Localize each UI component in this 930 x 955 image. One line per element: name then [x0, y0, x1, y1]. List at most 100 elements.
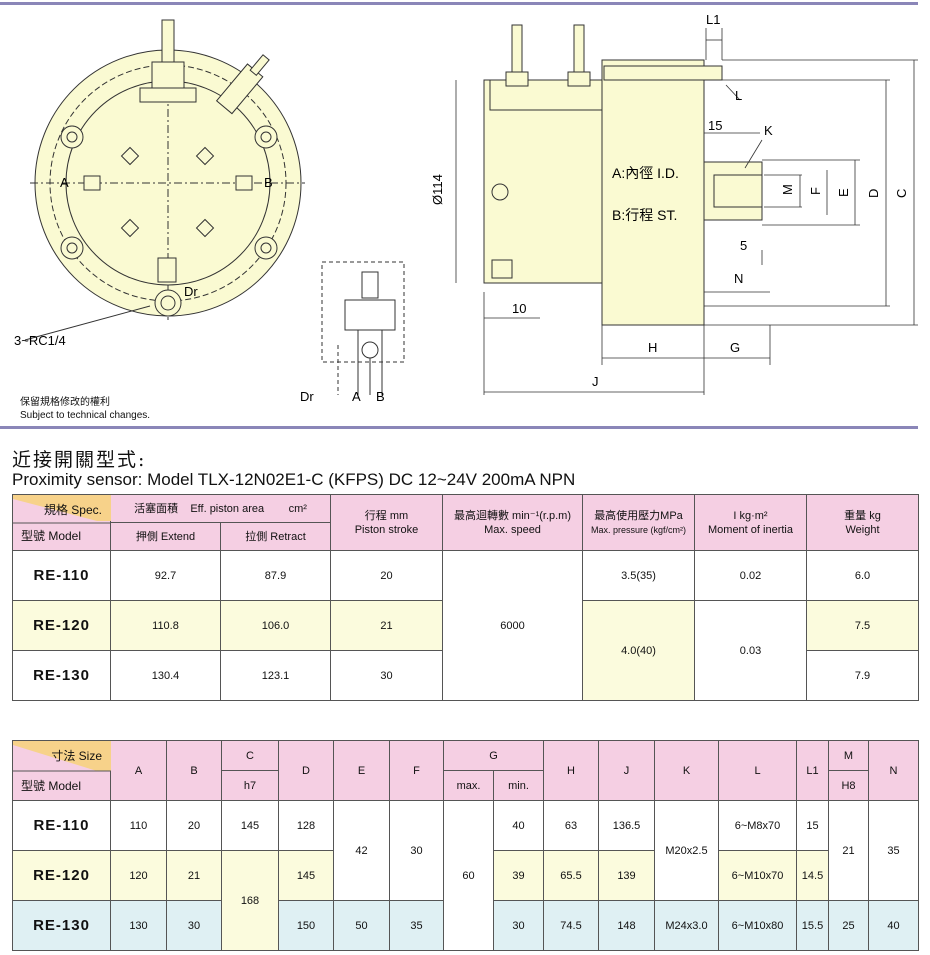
col-g-max: max. [443, 770, 494, 801]
area-en: Eff. piston area [190, 502, 265, 515]
cell-d: 150 [278, 900, 334, 951]
dim-5: 5 [740, 238, 747, 253]
cell-l: 6~M8x70 [718, 800, 797, 851]
drain-label: Dr [184, 284, 198, 299]
stroke-header-en: Piston stroke [354, 523, 419, 536]
dim-e: E [836, 188, 851, 197]
dimension-lines [455, 28, 918, 395]
schematic-dr-label: Dr [300, 389, 314, 404]
dim-f: F [808, 187, 823, 195]
corner-size-label: 寸法 Size [51, 749, 102, 763]
cell-e: 50 [333, 900, 390, 951]
cell-gmin: 30 [493, 900, 544, 951]
schematic-a-label: A [352, 389, 361, 404]
cell-m: 25 [828, 900, 869, 951]
port-b-label: B [264, 175, 273, 190]
cell-a: 130 [110, 900, 167, 951]
cell-a: 110 [110, 800, 167, 851]
dim-c: C [894, 189, 909, 198]
spec-note-en: Subject to technical changes. [20, 410, 151, 421]
cell-h: 63 [543, 800, 599, 851]
dimension-table: 寸法 Size 型號 Model A B C D E F G H J K L L… [12, 740, 919, 951]
cell-l1: 14.5 [796, 850, 829, 901]
pressure-cell: 4.0(40) [582, 600, 695, 701]
pressure-header-en: Max. pressure (kgf/cm²) [590, 524, 686, 535]
dim-10: 10 [512, 301, 526, 316]
extend-cell: 92.7 [110, 550, 221, 601]
cell-n-merged: 35 [868, 800, 919, 901]
side-view [483, 24, 763, 326]
col-c: C [221, 740, 279, 771]
cell-j: 136.5 [598, 800, 655, 851]
weight-cell: 6.0 [806, 550, 919, 601]
area-cn: 活塞面積 [134, 502, 179, 515]
cell-gmin: 39 [493, 850, 544, 901]
top-rule [0, 2, 918, 5]
port-note: 3~RC1/4 [14, 333, 66, 348]
col-m-sub: H8 [828, 770, 869, 801]
inertia-cell: 0.03 [694, 600, 807, 701]
cell-f-merged: 30 [389, 800, 444, 901]
technical-drawing: A B Dr 3~RC1/4 Dr A B [14, 12, 918, 404]
dim-l: L [735, 88, 742, 103]
cell-a: 120 [110, 850, 167, 901]
col-j: J [598, 740, 655, 801]
cell-j: 139 [598, 850, 655, 901]
stroke-label: B:行程 ST. [612, 207, 677, 223]
table-row-model: RE-130 [12, 900, 111, 951]
dim-diameter: Ø114 [430, 174, 445, 205]
cell-gmin: 40 [493, 800, 544, 851]
cell-k-merged: M20x2.5 [654, 800, 719, 901]
retract-cell: 123.1 [220, 650, 331, 701]
cell-l1: 15 [796, 800, 829, 851]
cell-b: 21 [166, 850, 222, 901]
inertia-header-en: Moment of inertia [708, 523, 793, 536]
stroke-cell: 30 [330, 650, 443, 701]
cell-h: 65.5 [543, 850, 599, 901]
cell-c-merged: 168 [221, 850, 279, 951]
table-row-model: RE-110 [12, 800, 111, 851]
col-f: F [389, 740, 444, 801]
speed-header-cn: 最高迴轉數 min⁻¹(r.p.m) [453, 509, 572, 522]
col-d: D [278, 740, 334, 801]
hydraulic-schematic [321, 261, 405, 395]
heading-english: Proximity sensor: Model TLX-12N02E1-C (K… [12, 470, 576, 489]
retract-cell: 106.0 [220, 600, 331, 651]
retract-header: 拉側 Retract [220, 522, 331, 551]
stroke-cell: 20 [330, 550, 443, 601]
cell-h: 74.5 [543, 900, 599, 951]
spec-table: 規格 Spec. 型號 Model 活塞面積 Eff. piston area … [12, 494, 919, 701]
table-row-model: RE-130 [12, 650, 111, 701]
dim-m: M [780, 184, 795, 195]
middle-rule [0, 426, 918, 429]
cell-f: 35 [389, 900, 444, 951]
cell-d: 128 [278, 800, 334, 851]
col-b: B [166, 740, 222, 801]
stroke-header-cn: 行程 mm [364, 509, 409, 522]
col-a: A [110, 740, 167, 801]
col-l1: L1 [796, 740, 829, 801]
dim-d: D [866, 189, 881, 198]
inertia-header-cn: I kg·m² [733, 509, 768, 522]
cell-n: 40 [868, 900, 919, 951]
extend-cell: 110.8 [110, 600, 221, 651]
spec-note-cn: 保留規格修改的權利 [20, 397, 110, 408]
col-n: N [868, 740, 919, 801]
cell-c: 145 [221, 800, 279, 851]
inner-diameter-label: A:內徑 I.D. [612, 165, 679, 181]
corner-spec-label: 規格 Spec. [43, 503, 102, 517]
cell-m-merged: 21 [828, 800, 869, 901]
col-c-sub: h7 [221, 770, 279, 801]
weight-cell: 7.9 [806, 650, 919, 701]
table-row-model: RE-110 [12, 550, 111, 601]
weight-header-cn: 重量 kg [844, 509, 881, 522]
col-l: L [718, 740, 797, 801]
dim-j: J [592, 374, 599, 389]
table-row-model: RE-120 [12, 850, 111, 901]
weight-header-en: Weight [845, 523, 880, 536]
dim-l1: L1 [706, 12, 720, 27]
cell-b: 30 [166, 900, 222, 951]
